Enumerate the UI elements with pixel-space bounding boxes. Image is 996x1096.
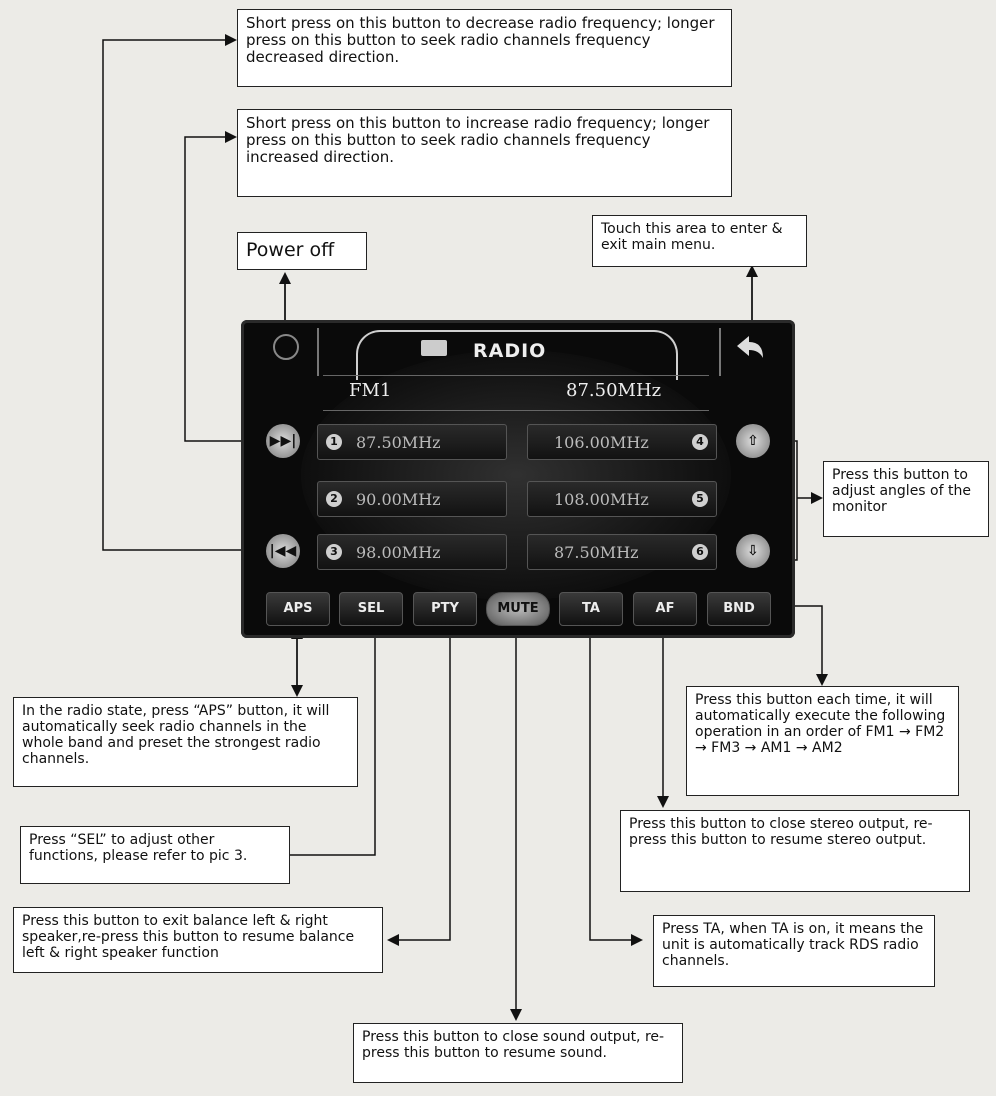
preset-2[interactable]: 2 90.00MHz: [317, 481, 507, 517]
preset-4[interactable]: 106.00MHz 4: [527, 424, 717, 460]
preset-number: 1: [326, 434, 342, 450]
previous-track-icon: |◀◀: [269, 543, 297, 559]
af-button[interactable]: AF: [633, 592, 697, 626]
pty-button[interactable]: PTY: [413, 592, 477, 626]
callout-increase-frequency: Short press on this button to increase r…: [237, 109, 732, 197]
callout-power-off: Power off: [237, 232, 367, 270]
arrow-down-icon: ⇩: [747, 543, 759, 559]
preset-number: 4: [692, 434, 708, 450]
title-bar: [356, 330, 678, 380]
preset-6[interactable]: 87.50MHz 6: [527, 534, 717, 570]
radio-screen: RADIO FM1 87.50MHz 1 87.50MHz 2 90.00MHz…: [241, 320, 795, 638]
mute-button[interactable]: MUTE: [486, 592, 550, 626]
current-frequency: 87.50MHz: [566, 380, 662, 401]
preset-3[interactable]: 3 98.00MHz: [317, 534, 507, 570]
arrow-up-icon: ⇧: [747, 433, 759, 449]
preset-number: 5: [692, 491, 708, 507]
bnd-button[interactable]: BND: [707, 592, 771, 626]
callout-aps-button: In the radio state, press “APS” button, …: [13, 697, 358, 787]
preset-frequency: 90.00MHz: [356, 490, 441, 509]
preset-number: 2: [326, 491, 342, 507]
callout-adjust-angles: Press this button to adjust angles of th…: [823, 461, 989, 537]
angle-down-button[interactable]: ⇩: [736, 534, 770, 568]
preset-frequency: 87.50MHz: [554, 543, 639, 562]
previous-track-button[interactable]: |◀◀: [266, 534, 300, 568]
callout-decrease-frequency: Short press on this button to decrease r…: [237, 9, 732, 87]
preset-1[interactable]: 1 87.50MHz: [317, 424, 507, 460]
aps-button[interactable]: APS: [266, 592, 330, 626]
next-track-button[interactable]: ▶▶|: [266, 424, 300, 458]
callout-main-menu: Touch this area to enter & exit main men…: [592, 215, 807, 267]
callout-sel-button: Press “SEL” to adjust other functions, p…: [20, 826, 290, 884]
ta-button[interactable]: TA: [559, 592, 623, 626]
preset-5[interactable]: 108.00MHz 5: [527, 481, 717, 517]
back-arrow-icon[interactable]: [733, 332, 769, 362]
page-title: RADIO: [473, 340, 547, 362]
next-track-icon: ▶▶|: [269, 433, 297, 449]
preset-number: 6: [692, 544, 708, 560]
callout-pty-button: Press this button to exit balance left &…: [13, 907, 383, 973]
preset-frequency: 108.00MHz: [554, 490, 649, 509]
callout-band-button: Press this button each time, it will aut…: [686, 686, 959, 796]
callout-mute-button: Press this button to close sound output,…: [353, 1023, 683, 1083]
callout-af-button: Press this button to close stereo output…: [620, 810, 970, 892]
sel-button[interactable]: SEL: [339, 592, 403, 626]
angle-up-button[interactable]: ⇧: [736, 424, 770, 458]
radio-icon: [421, 340, 447, 356]
preset-number: 3: [326, 544, 342, 560]
current-band: FM1: [349, 380, 392, 401]
power-icon[interactable]: [273, 334, 299, 360]
preset-frequency: 87.50MHz: [356, 433, 441, 452]
preset-frequency: 98.00MHz: [356, 543, 441, 562]
preset-frequency: 106.00MHz: [554, 433, 649, 452]
callout-ta-button: Press TA, when TA is on, it means the un…: [653, 915, 935, 987]
